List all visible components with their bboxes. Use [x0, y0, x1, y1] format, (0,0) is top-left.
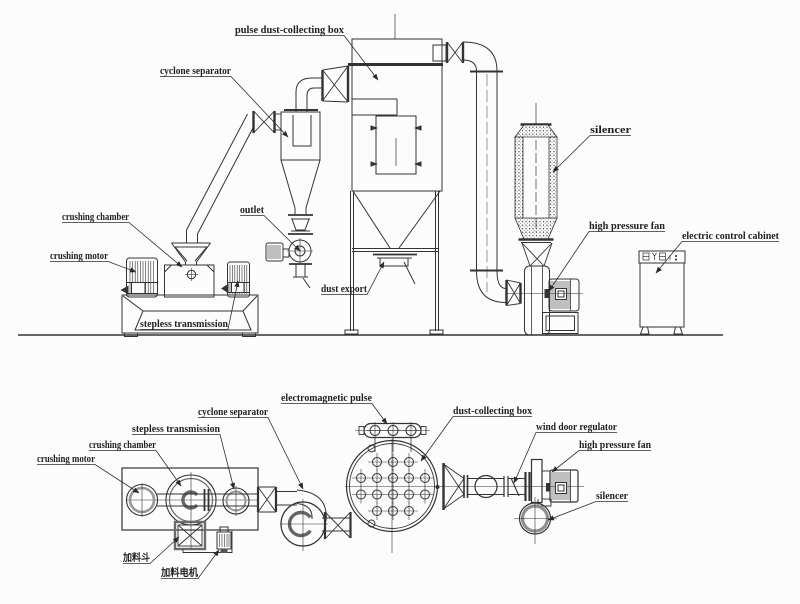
label-text: high pressure fan: [579, 440, 651, 451]
label-text: dust export: [321, 284, 368, 295]
label-text: electric control cabinet: [682, 231, 780, 242]
high-pressure-fan-plan-motor: [537, 469, 579, 507]
wind-door-regulator-plan: [530, 458, 543, 504]
damper-blade-plan: [510, 477, 520, 497]
feed-funnel: [171, 242, 211, 265]
outlet-train-plan: [438, 458, 584, 544]
label-crushing-motor-plan: crushing motor: [37, 454, 140, 494]
cyclone-separator-plan: [256, 486, 352, 551]
cyclone-body: [280, 109, 321, 214]
machine-base-plan: [121, 467, 259, 553]
label-text: cyclone separator: [160, 66, 232, 77]
label-text: stepless transmission: [140, 319, 228, 330]
label-text: crushing motor: [50, 251, 108, 262]
label-outlet: outlet: [240, 205, 301, 252]
cyclone-inlet-flange: [252, 110, 281, 134]
label-high-pressure-fan-elevation: high pressure fan: [548, 221, 665, 292]
labels: pulse dust-collecting box cyclone separa…: [37, 25, 780, 579]
label-text: dust-collecting box: [453, 406, 532, 417]
label-text: outlet: [240, 205, 265, 216]
crushing-motor-elevation: [120, 257, 158, 298]
label-text: silencer: [596, 491, 629, 502]
label-high-pressure-fan-plan: high pressure fan: [551, 440, 651, 473]
box-access-panel: [370, 115, 422, 175]
box-legs-and-hopper: [344, 190, 444, 335]
label-text: crushing motor: [37, 454, 95, 465]
label-text: wind door regulator: [536, 422, 618, 433]
cyclone-top-elbow: [295, 77, 323, 112]
label-dust-export: dust export: [321, 261, 385, 295]
fan-pedestal: [542, 312, 579, 334]
cyclone-outlet-duct-plan: [322, 511, 352, 540]
shaft-flange-plan: [256, 486, 278, 513]
label-wind-door-regulator: wind door regulator: [513, 422, 618, 484]
label-feeding-hopper: 加料斗: [122, 536, 180, 564]
crushing-chamber-elevation: [164, 264, 215, 298]
high-pressure-fan-elevation: [505, 265, 583, 336]
label-text: silencer: [590, 125, 632, 136]
machine-base: [121, 294, 259, 337]
feeding-hopper-plan: [173, 520, 207, 551]
electromagnetic-pulse-device: [355, 422, 430, 452]
label-silencer-elevation: silencer: [552, 125, 632, 173]
box-inlet-flange: [321, 65, 350, 103]
plan-view: [121, 422, 584, 553]
label-cyclone-separator-elevation: cyclone separator: [160, 66, 289, 138]
label-dust-collecting-box: dust-collecting box: [420, 406, 532, 462]
filter-grid: [352, 453, 434, 520]
cyclone-separator-elevation: [252, 65, 350, 214]
label-crushing-chamber-elevation: crushing chamber: [62, 212, 183, 268]
label-crushing-motor-elevation: crushing motor: [50, 251, 137, 273]
silencer-elevation: [514, 103, 558, 267]
label-text: 加料斗: [122, 551, 150, 564]
feeding-motor-plan: [182, 526, 233, 553]
label-text: high pressure fan: [589, 221, 665, 232]
label-electromagnetic-pulse: electromagnetic pulse: [281, 393, 388, 425]
diffuser-cone-plan: [442, 463, 469, 510]
crushing-machine-elevation: [120, 113, 259, 337]
label-feeding-motor: 加料电机: [160, 549, 220, 579]
fan-inlet-flange: [505, 279, 522, 306]
dust-collecting-box-plan: [345, 422, 440, 553]
dust-export-outlet: [373, 253, 417, 285]
label-pulse-dust-collecting-box: pulse dust-collecting box: [235, 25, 379, 81]
pulse-dust-collecting-box-elevation: [344, 14, 507, 335]
label-text: electromagnetic pulse: [281, 393, 373, 404]
transmission-motor-elevation: [221, 261, 250, 298]
label-text: crushing chamber: [89, 440, 156, 451]
label-crushing-chamber-plan: crushing chamber: [89, 440, 182, 487]
crushing-motor-plan: [125, 483, 159, 517]
label-text: cyclone separator: [198, 407, 269, 418]
label-silencer-plan: silencer: [547, 491, 629, 521]
main-shaft-plan: [157, 489, 257, 511]
feed-duct-pipe: [186, 113, 255, 243]
label-electric-control-cabinet: electric control cabinet: [655, 231, 780, 274]
elevation-view: [18, 14, 723, 337]
fan-motor: [505, 278, 583, 312]
label-text: crushing chamber: [62, 212, 129, 223]
transmission-pulley-plan: [222, 486, 250, 516]
label-cyclone-separator-plan: cyclone separator: [198, 407, 304, 490]
label-text: stepless transmission: [132, 424, 220, 435]
label-stepless-transmission-elevation: stepless transmission: [140, 280, 240, 330]
label-stepless-transmission-plan: stepless transmission: [132, 424, 236, 490]
outlet-rotary-valve: [265, 214, 313, 289]
pipe-joint-plan: [474, 474, 498, 499]
label-text: 加料电机: [160, 566, 198, 579]
downpipe-to-fan: [462, 41, 507, 303]
electric-control-cabinet: [638, 250, 686, 335]
valve-motor: [265, 242, 290, 262]
box-top-outlet: [432, 41, 465, 64]
silencer-fan-cone: [521, 242, 553, 267]
label-text: pulse dust-collecting box: [235, 25, 344, 36]
